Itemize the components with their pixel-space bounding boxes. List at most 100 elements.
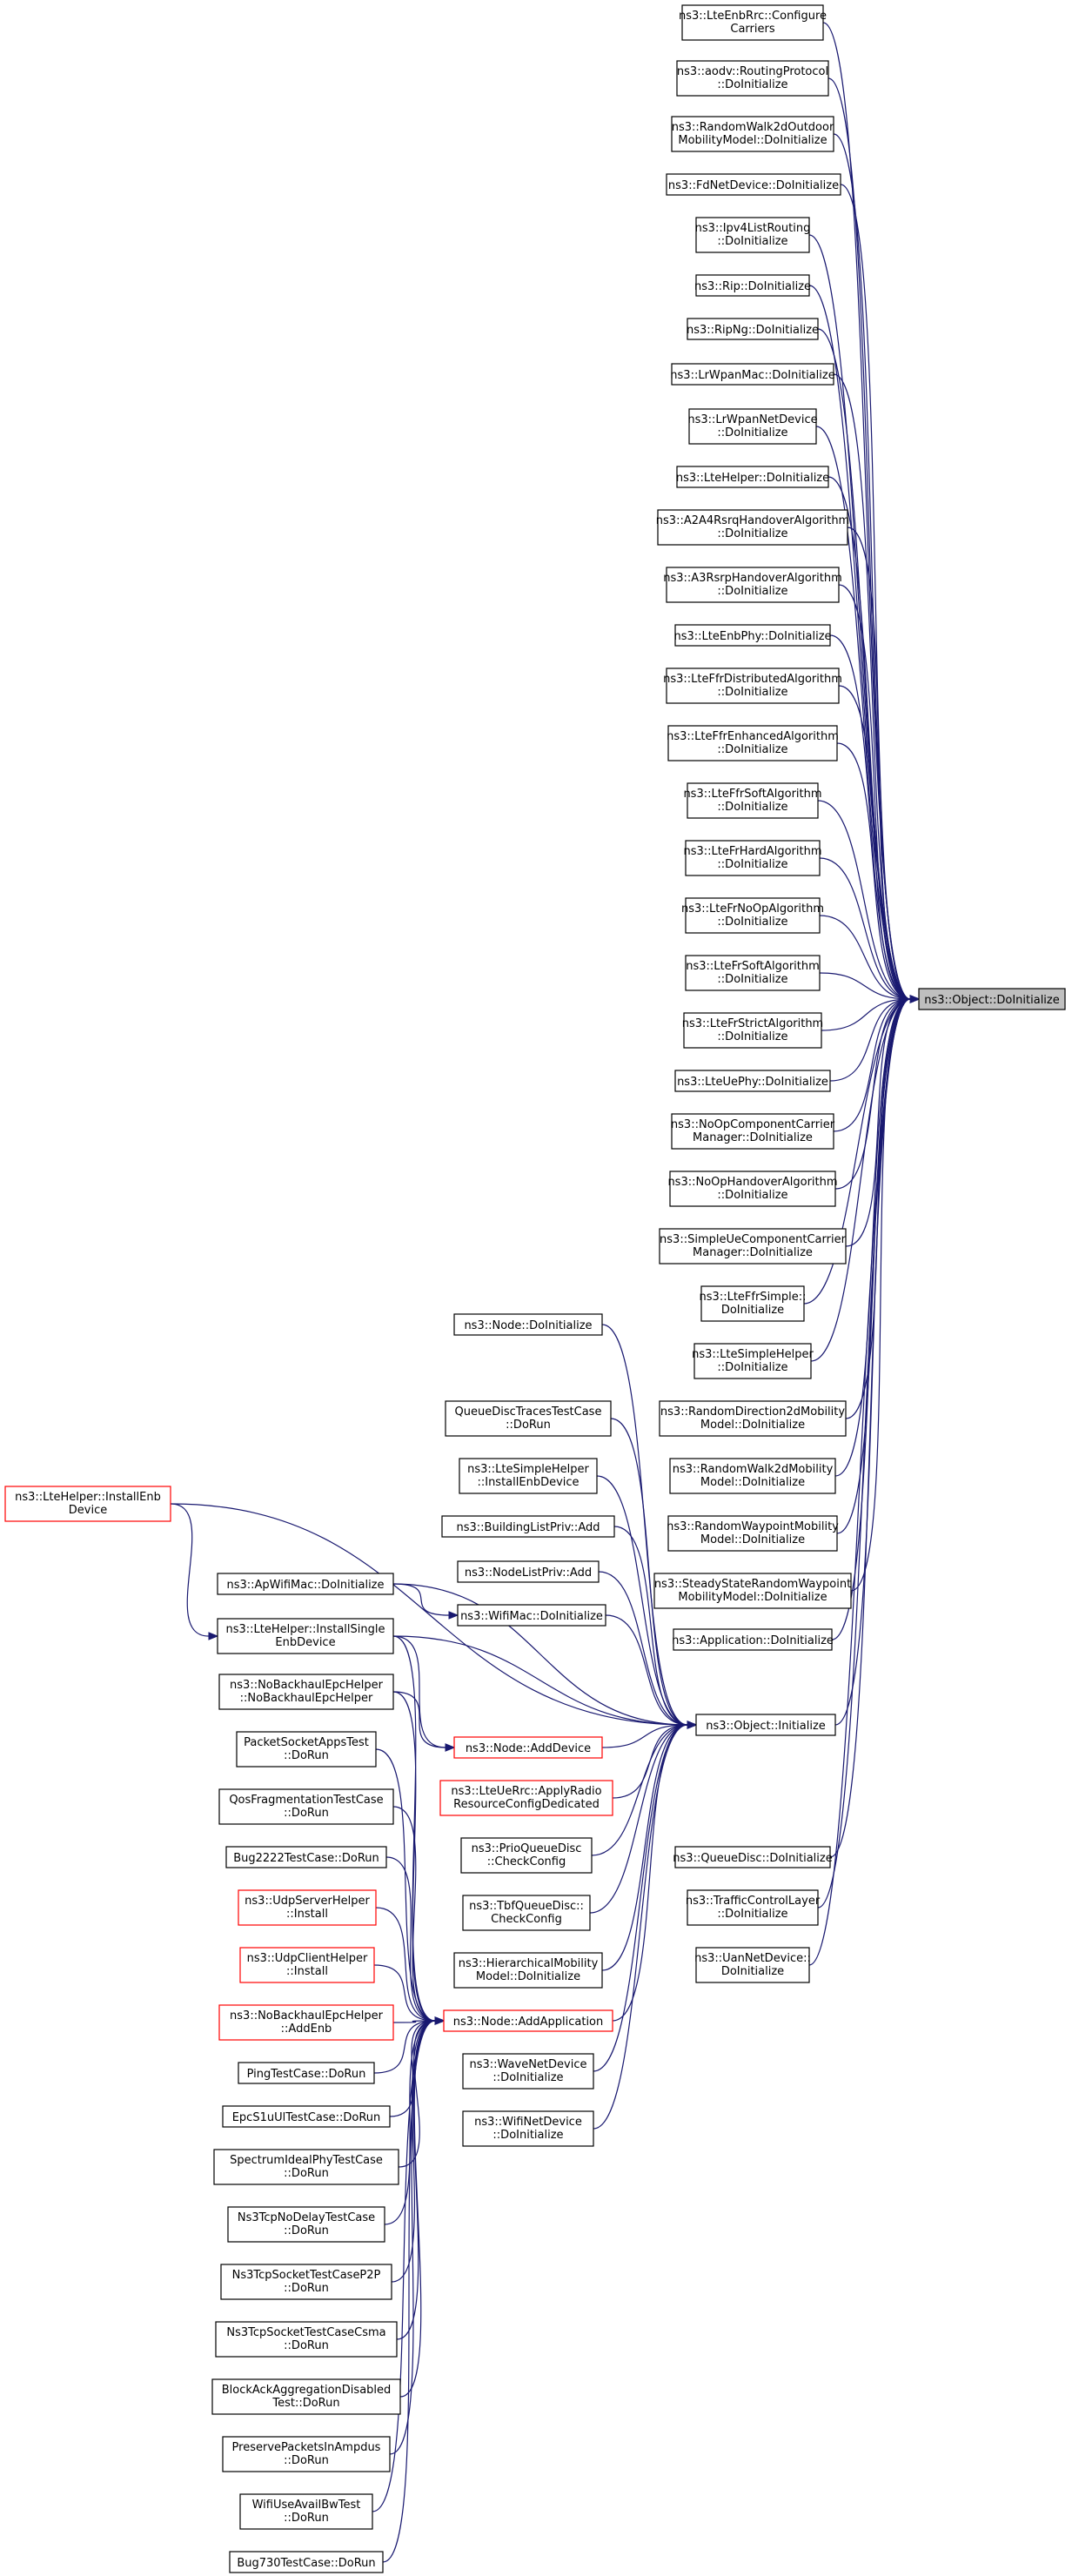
function-node[interactable]: ns3::RandomWalk2dMobilityModel::DoInitia… [669, 1458, 836, 1494]
node-label: ns3::WifiNetDevice [474, 2116, 582, 2129]
call-edge [817, 800, 921, 1003]
node-box [666, 567, 840, 603]
function-node[interactable]: ns3::WifiMac::DoInitialize [457, 1604, 606, 1627]
function-node[interactable]: ns3::TrafficControlLayer::DoInitialize [686, 1889, 821, 1926]
function-node[interactable]: ns3::NoBackhaulEpcHelper::NoBackhaulEpcH… [218, 1674, 394, 1710]
node-label: PreservePacketsInAmpdus [232, 2441, 381, 2454]
function-node[interactable]: ns3::Application::DoInitialize [672, 1628, 834, 1651]
function-node[interactable]: Ns3TcpSocketTestCaseCsma::DoRun [215, 2321, 398, 2358]
node-label: ns3::Ipv4ListRouting [695, 222, 811, 235]
function-node[interactable]: ns3::LteHelper::DoInitialize [676, 466, 829, 488]
target-function-node[interactable]: ns3::Object::DoInitialize [918, 988, 1066, 1010]
function-node[interactable]: Ns3TcpNoDelayTestCase::DoRun [227, 2206, 385, 2243]
function-node[interactable]: WifiUseAvailBwTest::DoRun [239, 2493, 373, 2530]
function-node[interactable]: ns3::PrioQueueDisc::CheckConfig [460, 1837, 593, 1874]
function-node[interactable]: ns3::LteUeRrc::ApplyRadioResourceConfigD… [439, 1780, 613, 1816]
node-box [667, 725, 838, 761]
function-node[interactable]: ns3::LteHelper::InstallEnbDevice [4, 1486, 171, 1522]
function-node[interactable]: ns3::TbfQueueDisc::CheckConfig [462, 1895, 591, 1931]
function-node[interactable]: QosFragmentationTestCase::DoRun [218, 1788, 394, 1825]
function-node[interactable]: ns3::UdpClientHelper::Install [239, 1947, 375, 1983]
function-node[interactable]: ns3::QueueDisc::DoInitialize [673, 1846, 833, 1868]
call-edge [833, 995, 921, 1132]
function-node[interactable]: ns3::UanNetDevice::DoInitialize [694, 1947, 811, 1983]
function-node[interactable]: ns3::ApWifiMac::DoInitialize [217, 1573, 394, 1595]
node-label: ns3::NodeListPriv::Add [465, 1566, 592, 1580]
function-node[interactable]: Bug730TestCase::DoRun [229, 2551, 384, 2573]
function-node[interactable]: ns3::WaveNetDevice::DoInitialize [462, 2053, 594, 2090]
function-node[interactable]: SpectrumIdealPhyTestCase::DoRun [213, 2149, 399, 2185]
function-node[interactable]: ns3::Object::Initialize [695, 1714, 836, 1736]
function-node[interactable]: ns3::LteFrStrictAlgorithm::DoInitialize [682, 1012, 823, 1049]
function-node[interactable]: ns3::WifiNetDevice::DoInitialize [462, 2110, 594, 2147]
function-node[interactable]: ns3::LteFfrEnhancedAlgorithm::DoInitiali… [667, 725, 839, 761]
function-node[interactable]: ns3::A2A4RsrqHandoverAlgorithm::DoInitia… [656, 509, 849, 546]
function-node[interactable]: ns3::LteFfrSoftAlgorithm::DoInitialize [683, 782, 822, 819]
call-edge-line [392, 1583, 450, 1616]
function-node[interactable]: ns3::SteadyStateRandomWaypointMobilityMo… [653, 1573, 852, 1609]
node-box [685, 840, 821, 876]
node-box [460, 1837, 593, 1874]
function-node[interactable]: ns3::A3RsrpHandoverAlgorithm::DoInitiali… [663, 567, 842, 603]
node-label: ::DoInitialize [717, 235, 787, 248]
node-box [695, 274, 810, 297]
arrowhead [448, 1611, 459, 1620]
function-node[interactable]: ns3::BuildingListPriv::Add [441, 1515, 615, 1538]
node-label: QosFragmentationTestCase [229, 1794, 383, 1807]
function-node[interactable]: ns3::LteFrSoftAlgorithm::DoInitialize [685, 955, 821, 991]
function-node[interactable]: ns3::LteUePhy::DoInitialize [674, 1070, 831, 1092]
function-node[interactable]: ns3::LteFfrSimple::DoInitialize [700, 1285, 807, 1322]
node-label: Ns3TcpNoDelayTestCase [238, 2211, 375, 2224]
node-label: SpectrumIdealPhyTestCase [230, 2154, 383, 2167]
function-node[interactable]: PingTestCase::DoRun [238, 2062, 375, 2084]
function-node[interactable]: ns3::Node::DoInitialize [453, 1313, 603, 1336]
function-node[interactable]: ns3::aodv::RoutingProtocol::DoInitialize [676, 60, 829, 97]
function-node[interactable]: ns3::RandomWalk2dOutdoorMobilityModel::D… [671, 116, 834, 152]
function-node[interactable]: PacketSocketAppsTest::DoRun [236, 1731, 377, 1768]
call-edge-line [847, 527, 911, 1000]
function-node[interactable]: ns3::Rip::DoInitialize [694, 274, 811, 297]
function-node[interactable]: ns3::LteFfrDistributedAlgorithm::DoIniti… [663, 667, 842, 704]
node-label: ::DoInitialize [717, 1189, 787, 1202]
function-node[interactable]: ns3::NodeListPriv::Add [457, 1560, 600, 1583]
function-node[interactable]: ns3::SimpleUeComponentCarrierManager::Do… [659, 1228, 847, 1265]
node-box [681, 4, 824, 41]
function-node[interactable]: ns3::NoOpHandoverAlgorithm::DoInitialize [667, 1171, 838, 1207]
function-node[interactable]: ns3::NoOpComponentCarrierManager::DoInit… [671, 1113, 835, 1150]
function-node[interactable]: ns3::RipNg::DoInitialize [687, 318, 819, 340]
function-node[interactable]: ns3::LteFrNoOpAlgorithm::DoInitialize [681, 897, 824, 934]
call-edge-line [591, 1724, 688, 1856]
function-node[interactable]: QueueDiscTracesTestCase::DoRun [445, 1400, 612, 1437]
function-node[interactable]: ns3::Node::AddDevice [453, 1736, 603, 1759]
node-label: Model::DoInitialize [700, 1476, 805, 1489]
node-label: ::DoRun [506, 1419, 551, 1432]
function-node[interactable]: ns3::Ipv4ListRouting::DoInitialize [695, 217, 811, 253]
function-node[interactable]: ns3::Node::AddApplication [443, 2009, 613, 2032]
function-node[interactable]: ns3::LteFrHardAlgorithm::DoInitialize [683, 840, 822, 876]
function-node[interactable]: ns3::RandomWaypointMobilityModel::DoInit… [667, 1515, 839, 1552]
function-node[interactable]: ns3::LrWpanNetDevice::DoInitialize [687, 408, 818, 445]
function-node[interactable]: ns3::HierarchicalMobilityModel::DoInitia… [453, 1952, 603, 1989]
node-label: ::DoRun [284, 1749, 329, 1762]
function-node[interactable]: ns3::FdNetDevice::DoInitialize [666, 173, 841, 196]
function-node[interactable]: EpcS1uUlTestCase::DoRun [222, 2105, 391, 2128]
function-node[interactable]: ns3::RandomDirection2dMobilityModel::DoI… [659, 1400, 847, 1437]
node-label: ns3::NoOpComponentCarrier [671, 1118, 835, 1131]
function-node[interactable]: ns3::LteSimpleHelper::InstallEnbDevice [459, 1458, 598, 1494]
function-node[interactable]: ns3::NoBackhaulEpcHelper::AddEnb [218, 2004, 394, 2041]
function-node[interactable]: ns3::LteSimpleHelper::DoInitialize [692, 1343, 814, 1379]
function-node[interactable]: Ns3TcpSocketTestCaseP2P::DoRun [220, 2264, 392, 2300]
function-node[interactable]: ns3::LteEnbPhy::DoInitialize [673, 624, 832, 647]
function-node[interactable]: Bug2222TestCase::DoRun [225, 1846, 387, 1868]
function-node[interactable]: ns3::UdpServerHelper::Install [238, 1889, 377, 1926]
call-edge-line [589, 1724, 688, 1914]
node-box [669, 1458, 836, 1494]
node-box [4, 1486, 171, 1522]
function-node[interactable]: PreservePacketsInAmpdus::DoRun [222, 2436, 391, 2472]
node-label: DoInitialize [721, 1965, 784, 1978]
function-node[interactable]: ns3::LrWpanMac::DoInitialize [670, 363, 835, 386]
call-edge-line [829, 998, 911, 1082]
